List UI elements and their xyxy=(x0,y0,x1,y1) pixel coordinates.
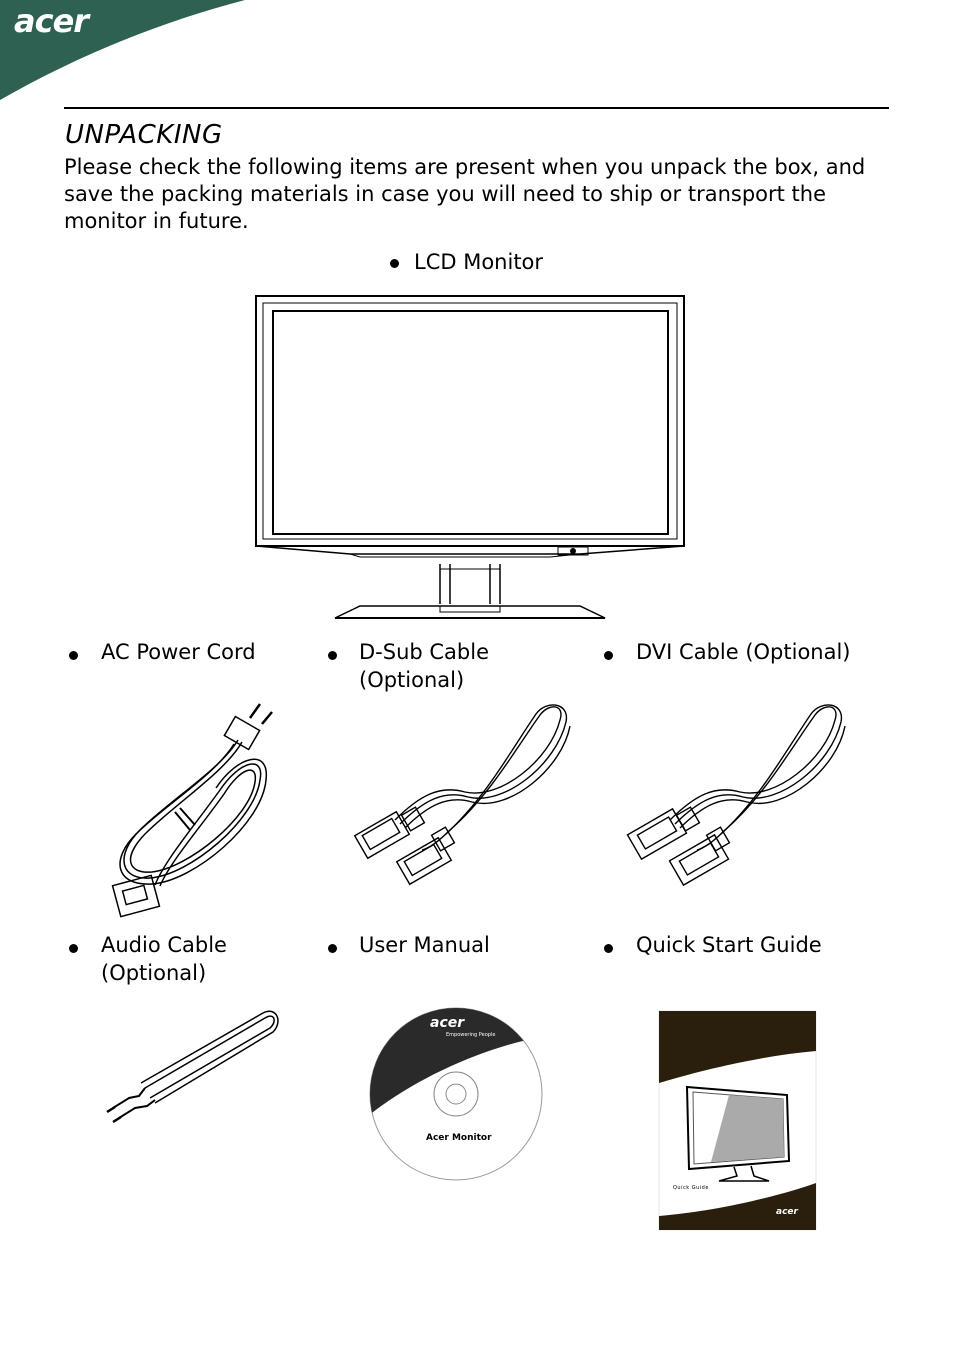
bullet xyxy=(69,651,78,660)
header-rule xyxy=(64,107,889,109)
item-dsub-cable: D-Sub Cable (Optional) xyxy=(359,638,489,694)
cd-illustration xyxy=(369,1007,543,1181)
cd-tagline: Empowering People xyxy=(446,1032,496,1038)
power-cord-illustration xyxy=(111,703,273,918)
header-corner-graphic xyxy=(0,0,245,100)
item-ac-power-cord: AC Power Cord xyxy=(101,640,256,664)
item-lcd-monitor: LCD Monitor xyxy=(414,250,544,274)
dvi-cable-illustration xyxy=(626,704,846,887)
bullet xyxy=(328,944,337,953)
item-quick-start-guide: Quick Start Guide xyxy=(636,933,822,957)
bullet xyxy=(390,259,399,268)
item-audio-cable: Audio Cable (Optional) xyxy=(101,931,227,987)
intro-paragraph: Please check the following items are pre… xyxy=(64,155,866,233)
guide-label: Quick Guide xyxy=(673,1185,709,1191)
item-dsub-cable-line2: (Optional) xyxy=(359,668,465,692)
item-user-manual: User Manual xyxy=(359,933,490,957)
item-audio-cable-line2: (Optional) xyxy=(101,961,207,985)
dsub-cable-illustration xyxy=(353,704,571,886)
bullet xyxy=(69,944,78,953)
bullet xyxy=(328,651,337,660)
cd-label: Acer Monitor xyxy=(426,1133,492,1143)
monitor-illustration xyxy=(255,295,685,619)
item-dsub-cable-line1: D-Sub Cable xyxy=(359,640,490,664)
item-audio-cable-line1: Audio Cable xyxy=(101,933,227,957)
section-title: UNPACKING xyxy=(65,120,223,150)
item-dvi-cable: DVI Cable (Optional) xyxy=(636,640,851,664)
audio-cable-illustration xyxy=(106,1010,279,1124)
bullet xyxy=(604,651,613,660)
acer-logo: acer xyxy=(14,2,89,40)
guide-brand: acer xyxy=(776,1207,798,1217)
cd-brand: acer xyxy=(430,1015,465,1031)
quick-guide-illustration xyxy=(658,1010,817,1231)
bullet xyxy=(604,944,613,953)
